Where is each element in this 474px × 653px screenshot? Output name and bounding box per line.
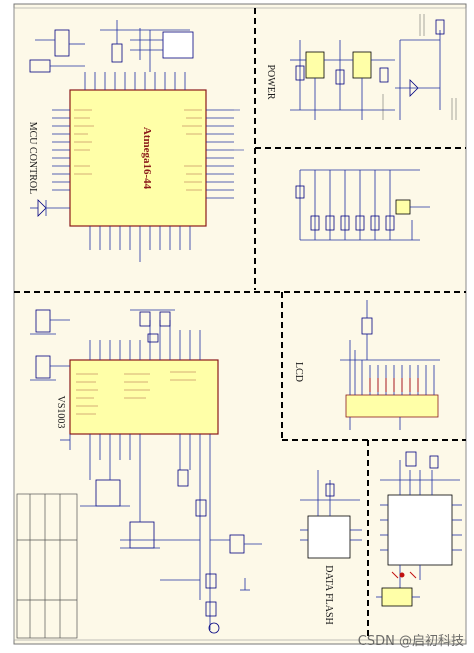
mcu-left-pins	[52, 109, 70, 191]
section-label-flash: DATA FLASH	[323, 565, 334, 625]
vs1003-pin-marks	[76, 371, 196, 415]
lcd-pin-marks	[369, 378, 419, 392]
title-block	[16, 493, 78, 639]
section-label-lcd: LCD	[293, 362, 304, 382]
usb-chip-body	[387, 494, 453, 566]
mcu-chip-label: Atmega16-44	[141, 127, 153, 190]
mcu-top-components	[29, 20, 194, 73]
mcu-right-pins	[206, 109, 234, 199]
mcu-right-nets	[234, 109, 244, 151]
key-section	[295, 169, 430, 241]
flash-chip-body	[307, 515, 351, 559]
watermark: CSDN @启初科技	[357, 634, 464, 649]
usb-connector	[381, 587, 413, 607]
power-section	[290, 19, 445, 120]
lcd-connector	[345, 394, 439, 418]
mcu-section	[29, 20, 244, 262]
section-label-vs1003: VS1003	[55, 396, 66, 429]
usb-section	[376, 451, 462, 607]
sheet-border	[13, 7, 467, 641]
flash-section	[300, 470, 362, 559]
section-label-power: POWER	[265, 65, 276, 100]
power-text-marks	[382, 14, 457, 120]
section-label-mcu: MCU CONTROL	[27, 122, 38, 195]
power-regulator-2	[352, 51, 372, 79]
vs1003-chip-body	[69, 359, 219, 435]
power-regulator-1	[305, 51, 325, 79]
mcu-bottom-pins	[89, 226, 191, 262]
mcu-top-pins	[84, 72, 186, 90]
usb-red-marks	[391, 571, 417, 579]
mcu-led	[30, 199, 70, 217]
mcu-chip-body	[69, 89, 207, 227]
mcu-pin-name-marks	[74, 109, 202, 191]
vs1003-section	[30, 309, 262, 634]
section-dividers	[14, 8, 466, 640]
